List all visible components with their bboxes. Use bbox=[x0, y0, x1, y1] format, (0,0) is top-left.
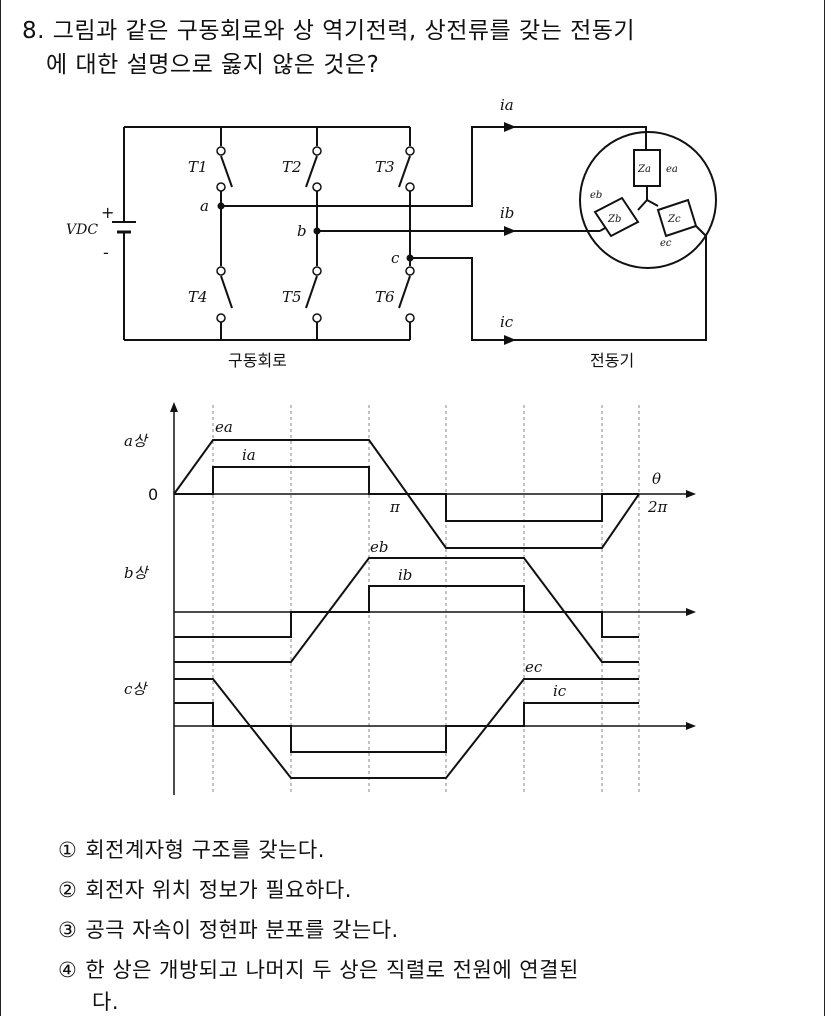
label-t6: T6 bbox=[375, 288, 395, 306]
option-2[interactable]: ② 회전자 위치 정보가 필요하다. bbox=[58, 874, 352, 906]
label-node-b: b bbox=[297, 222, 307, 240]
label-theta: θ bbox=[652, 470, 661, 488]
waveform-ib bbox=[174, 585, 639, 638]
switch-t6 bbox=[398, 275, 411, 309]
option-4-number: ④ bbox=[58, 958, 78, 982]
label-zc: Zc bbox=[667, 214, 681, 225]
option-1-text: 회전계자형 구조를 갖는다. bbox=[85, 838, 325, 862]
option-4[interactable]: ④ 한 상은 개방되고 나머지 두 상은 직렬로 전원에 연결된 다. bbox=[58, 954, 579, 1018]
label-pi: π bbox=[389, 498, 401, 516]
label-ic: ic bbox=[500, 313, 514, 331]
winding-zb bbox=[593, 196, 640, 238]
label-source-minus: - bbox=[103, 243, 109, 262]
label-t5: T5 bbox=[282, 288, 302, 306]
arrow-ic bbox=[504, 335, 516, 345]
option-4-text-cont: 다. bbox=[92, 990, 119, 1014]
label-t2: T2 bbox=[282, 158, 302, 176]
waveform-ec bbox=[174, 678, 639, 779]
question-text-1: 그림과 같은 구동회로와 상 역기전력, 상전류를 갖는 전동기 bbox=[52, 18, 636, 44]
label-phase-b: b상 bbox=[124, 564, 150, 582]
label-node-c: c bbox=[391, 249, 400, 267]
question-text-2: 에 대한 설명으로 옳지 않은 것은? bbox=[46, 52, 380, 78]
label-phase-c: c상 bbox=[124, 680, 148, 698]
label-t1: T1 bbox=[188, 158, 208, 176]
label-ea: ea bbox=[666, 164, 678, 175]
switch-t2 bbox=[305, 155, 318, 188]
caption-drive-circuit: 구동회로 bbox=[228, 351, 287, 370]
option-2-number: ② bbox=[58, 878, 78, 902]
switch-t5 bbox=[305, 275, 318, 309]
option-2-text: 회전자 위치 정보가 필요하다. bbox=[85, 878, 352, 902]
label-wave-eb: eb bbox=[370, 538, 388, 556]
label-t4: T4 bbox=[188, 288, 208, 306]
waveform-eb bbox=[174, 557, 639, 663]
label-two-pi: 2π bbox=[647, 498, 669, 516]
option-1-number: ① bbox=[58, 838, 78, 862]
wire-a bbox=[221, 126, 647, 207]
question-line-1: 8. 그림과 같은 구동회로와 상 역기전력, 상전류를 갖는 전동기 bbox=[22, 14, 802, 48]
label-t3: T3 bbox=[375, 158, 395, 176]
label-vdc: VDC bbox=[66, 222, 98, 238]
label-za: Za bbox=[637, 164, 651, 175]
label-phase-a: a상 bbox=[124, 432, 149, 450]
arrow-ib bbox=[504, 226, 516, 236]
question-block: 8. 그림과 같은 구동회로와 상 역기전력, 상전류를 갖는 전동기 에 대한… bbox=[22, 14, 802, 82]
option-4-text: 한 상은 개방되고 나머지 두 상은 직렬로 전원에 연결된 bbox=[85, 958, 579, 982]
label-wave-ic: ic bbox=[553, 682, 567, 700]
label-wave-ea: ea bbox=[215, 418, 233, 436]
arrow-ia bbox=[504, 122, 516, 132]
label-ia: ia bbox=[500, 96, 514, 114]
question-number: 8. bbox=[22, 18, 45, 44]
label-wave-ib: ib bbox=[398, 566, 412, 584]
node-c bbox=[406, 254, 414, 262]
switch-t4 bbox=[220, 275, 233, 309]
label-zero: 0 bbox=[148, 485, 158, 504]
label-zb: Zb bbox=[607, 214, 621, 225]
option-3[interactable]: ③ 공극 자속이 정현파 분포를 갖는다. bbox=[58, 914, 399, 946]
label-ib: ib bbox=[500, 204, 514, 222]
label-wave-ia: ia bbox=[242, 446, 256, 464]
caption-motor: 전동기 bbox=[590, 351, 634, 370]
label-node-a: a bbox=[200, 197, 209, 215]
switch-t1 bbox=[220, 155, 233, 188]
waveform-gridlines bbox=[212, 405, 640, 795]
wire-c bbox=[410, 236, 707, 341]
node-a bbox=[217, 202, 225, 210]
option-1[interactable]: ① 회전계자형 구조를 갖는다. bbox=[58, 834, 325, 866]
label-wave-ec: ec bbox=[525, 658, 543, 676]
motor-circle bbox=[579, 131, 717, 269]
option-3-text: 공극 자속이 정현파 분포를 갖는다. bbox=[85, 918, 399, 942]
label-source-plus: + bbox=[101, 203, 114, 222]
waveform-ia bbox=[174, 466, 639, 522]
option-3-number: ③ bbox=[58, 918, 78, 942]
node-b bbox=[313, 227, 321, 235]
label-eb: eb bbox=[590, 190, 602, 201]
label-ec: ec bbox=[660, 238, 672, 249]
switch-t3 bbox=[398, 155, 411, 188]
waveform-ic bbox=[174, 702, 639, 753]
